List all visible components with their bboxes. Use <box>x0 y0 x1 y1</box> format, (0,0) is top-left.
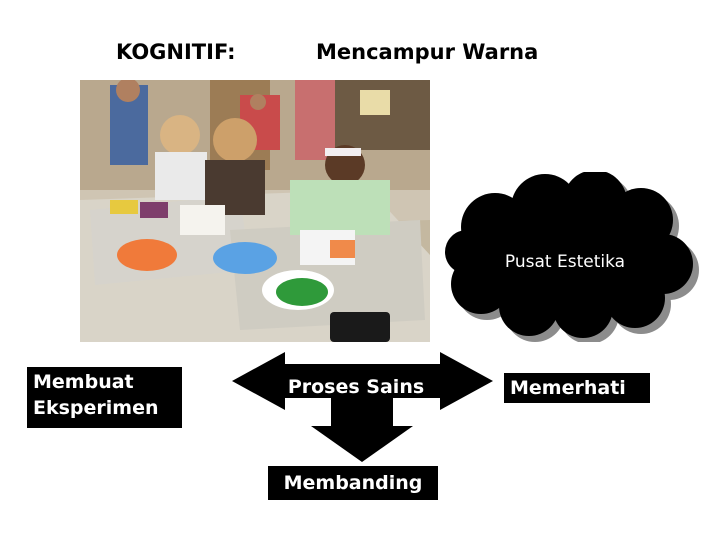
box-membanding: Membanding <box>268 466 438 500</box>
box-eksperimen-line1: Membuat <box>33 371 134 393</box>
box-eksperimen-line2: Eksperimen <box>33 397 159 419</box>
header-right-title: Mencampur Warna <box>316 40 539 64</box>
header-left-title: KOGNITIF: <box>116 40 236 64</box>
double-arrow <box>232 352 493 410</box>
cloud-label: Pusat Estetika <box>504 252 626 272</box>
box-memerhati: Memerhati <box>504 373 650 403</box>
cloud-shape: Pusat Estetika <box>445 170 705 344</box>
photo-illustration <box>80 80 430 342</box>
center-label: Proses Sains <box>287 376 425 398</box>
box-membuat-eksperimen: Membuat Eksperimen <box>27 367 182 428</box>
cloud-graphic <box>445 170 699 344</box>
down-arrow <box>311 398 413 462</box>
classroom-photo <box>80 80 430 342</box>
